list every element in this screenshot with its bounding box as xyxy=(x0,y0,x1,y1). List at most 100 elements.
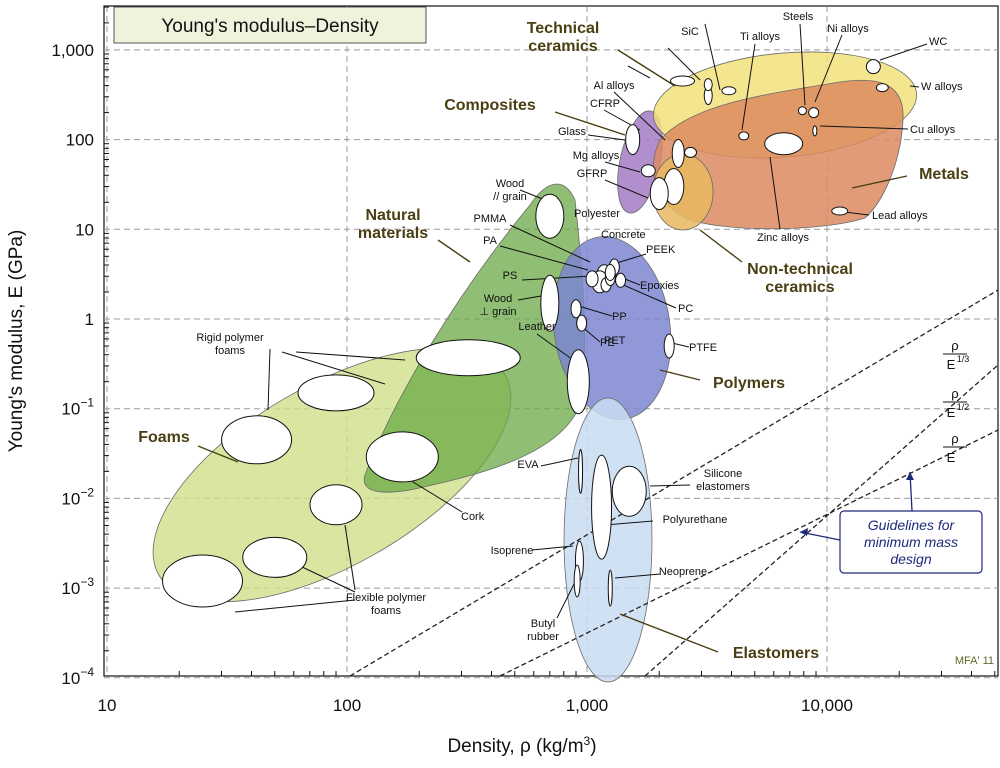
label-wc: WC xyxy=(929,36,947,48)
y-tick-base: 10 xyxy=(75,220,94,239)
label-polyester: Polyester xyxy=(574,208,620,220)
label-silicone-elastomers: elastomers xyxy=(696,481,750,493)
guideline-label-exp: 1/2 xyxy=(957,402,970,412)
guideline-arrowhead xyxy=(800,528,808,536)
label-cork: Cork xyxy=(461,511,485,523)
bubble-cu-alloys xyxy=(812,125,818,137)
bubble-al2o3 xyxy=(721,86,737,96)
label-polyurethane: Polyurethane xyxy=(663,514,728,526)
material-bubbles xyxy=(162,59,889,608)
guideline-label-e: E xyxy=(947,450,956,465)
guideline-label-rho: ρ xyxy=(951,386,958,401)
label-rigid-polymer-foams: foams xyxy=(215,345,245,357)
bubble-al-alloys xyxy=(684,146,698,158)
y-tick-label: 100 xyxy=(66,131,94,150)
family-label-technical-ceramics: ceramics xyxy=(528,38,597,55)
label-rigid-polymer-foams: Rigid polymer xyxy=(196,332,264,344)
leader-ceramic xyxy=(627,65,651,79)
label-neoprene: Neoprene xyxy=(659,566,707,578)
family-leader xyxy=(659,369,701,381)
leader-cu-alloys xyxy=(819,125,909,130)
y-tick-exponent: −4 xyxy=(80,665,94,679)
guideline-box-line3: design xyxy=(890,551,931,567)
family-leader xyxy=(699,229,743,263)
x-axis-label: Density, ρ (kg/m3) xyxy=(447,734,596,757)
leader-butyl-rubber xyxy=(556,581,576,619)
y-tick-base: 10 xyxy=(61,579,80,598)
family-label-elastomers: Elastomers xyxy=(733,645,819,662)
x-tick-label: 10,000 xyxy=(801,696,853,715)
guideline-square-root xyxy=(644,364,999,677)
label-silicone-elastomers: Silicone xyxy=(704,468,743,480)
family-leader xyxy=(554,111,626,136)
bubble-pp xyxy=(570,299,582,319)
guideline-label-e: E xyxy=(947,357,956,372)
family-leader xyxy=(617,49,676,87)
label-isoprene: Isoprene xyxy=(491,545,534,557)
leader-wood-grain xyxy=(517,295,542,301)
label-lead-alloys: Lead alloys xyxy=(872,210,928,222)
guideline-linear xyxy=(499,429,999,677)
label-pmma: PMMA xyxy=(474,213,508,225)
y-tick-base: 100 xyxy=(66,131,94,150)
leader-neoprene xyxy=(614,573,661,579)
y-tick-base: 10 xyxy=(61,400,80,419)
family-label-natural-materials: materials xyxy=(358,225,428,242)
title-box xyxy=(113,6,427,44)
leader-ps xyxy=(521,275,593,281)
label-ti-alloys: Ti alloys xyxy=(740,31,780,43)
guideline-label-e: E xyxy=(947,405,956,420)
family-leader xyxy=(619,613,719,653)
label-eva: EVA xyxy=(517,459,539,471)
label-cfrp: CFRP xyxy=(590,98,620,110)
bubble-eva xyxy=(578,448,584,494)
bubble-glass xyxy=(671,138,685,168)
leader-rigid-polymer-foams xyxy=(281,351,386,385)
family-label-technical-ceramics: Technical xyxy=(527,20,600,37)
label-wood-grain: // grain xyxy=(493,191,527,203)
label-leather: Leather xyxy=(518,321,556,333)
bubble-b4c xyxy=(670,75,696,87)
label-concrete: Concrete xyxy=(601,229,646,241)
label-wood-grain: Wood xyxy=(484,293,513,305)
y-axis-label: Young's modulus, E (GPa) xyxy=(6,230,27,453)
x-tick-label: 10 xyxy=(98,696,117,715)
bubble-flexible-polymer-foams xyxy=(309,484,363,526)
label-pp: PP xyxy=(612,311,627,323)
x-axis-label-main: Density, ρ (kg/m xyxy=(447,736,583,757)
x-axis-label-close: ) xyxy=(590,736,596,757)
label-w-alloys: W alloys xyxy=(921,81,963,93)
bubble-polyurethane xyxy=(591,454,613,560)
bubble-gfrp xyxy=(649,177,669,211)
family-leader xyxy=(851,175,908,189)
bubble-rigid-polymer-foams xyxy=(415,339,521,377)
label-butyl-rubber: Butyl xyxy=(531,618,555,630)
label-flexible-polymer-foams: Flexible polymer xyxy=(346,592,426,604)
y-tick-label: 10 xyxy=(75,220,94,239)
x-tick-label: 100 xyxy=(333,696,361,715)
bubble-rigid-polymer-foams xyxy=(221,415,293,465)
y-tick-base: 10 xyxy=(61,489,80,508)
leader-steels xyxy=(799,23,806,106)
leader-ti-alloys xyxy=(741,43,756,131)
bubble-wc xyxy=(865,59,881,75)
label-wood-grain: Wood xyxy=(496,178,525,190)
leader-rigid-polymer-foams xyxy=(267,348,271,411)
bubble-neoprene xyxy=(607,569,613,607)
label-pa: PA xyxy=(483,235,498,247)
family-label-non-technical-ceramics: Non-technical xyxy=(747,261,853,278)
family-label-foams: Foams xyxy=(138,429,190,446)
leader-w-alloys xyxy=(909,85,920,88)
bubble-leather xyxy=(566,349,590,415)
bubble-ni-alloys xyxy=(808,107,820,119)
leader-ptfe xyxy=(671,342,690,348)
label-ni-alloys: Ni alloys xyxy=(827,23,869,35)
bubble-lead-alloys xyxy=(831,206,849,216)
label-epoxies: Epoxies xyxy=(640,280,680,292)
bubble-rigid-polymer-foams xyxy=(297,374,375,412)
leader-rigid-polymer-foams xyxy=(295,351,406,361)
bubble-butyl-rubber xyxy=(573,564,581,598)
leader-leather xyxy=(536,333,577,363)
bubble-flexible-polymer-foams xyxy=(162,554,244,608)
